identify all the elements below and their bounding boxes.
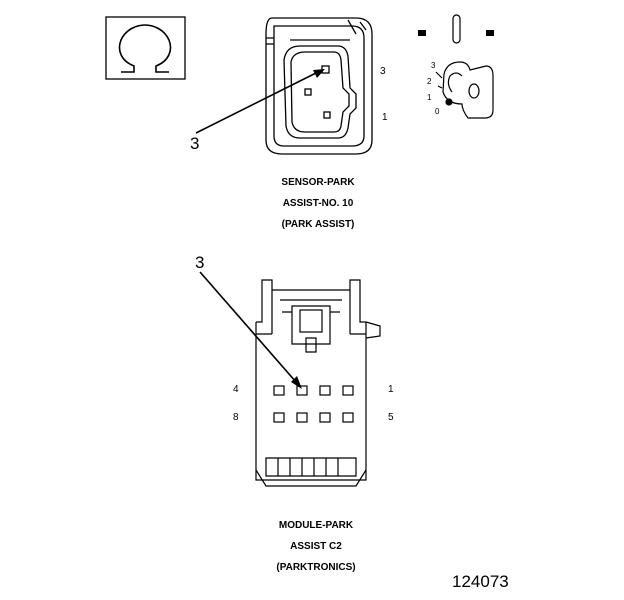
- module-caption-line2: ASSIST C2: [290, 541, 342, 552]
- key-pin-2-label: 2: [427, 77, 432, 86]
- module-pin-5-label: 5: [388, 412, 394, 423]
- figure-number: 124073: [452, 572, 509, 591]
- module-pin-8-label: 8: [233, 412, 239, 423]
- sensor-connector-face: [265, 17, 373, 155]
- key-pin-1-label: 1: [427, 93, 432, 102]
- sensor-callout-number: 3: [190, 134, 200, 153]
- key-pin-0-label: 0: [435, 107, 440, 116]
- module-caption-line1: MODULE-PARK: [278, 520, 354, 531]
- sensor-pin-top-label: 3: [380, 66, 386, 77]
- sensor-caption-line1: SENSOR-PARK: [281, 177, 355, 188]
- module-caption-line3: (PARKTRONICS): [276, 562, 356, 573]
- sensor-caption-line3: (PARK ASSIST): [281, 219, 355, 230]
- sensor-pin-bottom-label: 1: [382, 112, 388, 123]
- module-caption: MODULE-PARK ASSIST C2 (PARKTRONICS): [216, 515, 416, 578]
- key-orientation-view: [418, 14, 494, 119]
- module-callout-arrow: [199, 271, 302, 389]
- sensor-caption-line2: ASSIST-NO. 10: [282, 198, 354, 209]
- omega-symbol-icon: [105, 16, 186, 80]
- sensor-callout-arrow: [195, 69, 325, 134]
- sensor-caption: SENSOR-PARK ASSIST-NO. 10 (PARK ASSIST): [218, 172, 418, 235]
- module-connector-face: [255, 279, 381, 487]
- module-pin-4-label: 4: [233, 384, 239, 395]
- key-pin-3-label: 3: [431, 61, 436, 70]
- module-pin-1-label: 1: [388, 384, 394, 395]
- module-callout-number: 3: [195, 253, 205, 272]
